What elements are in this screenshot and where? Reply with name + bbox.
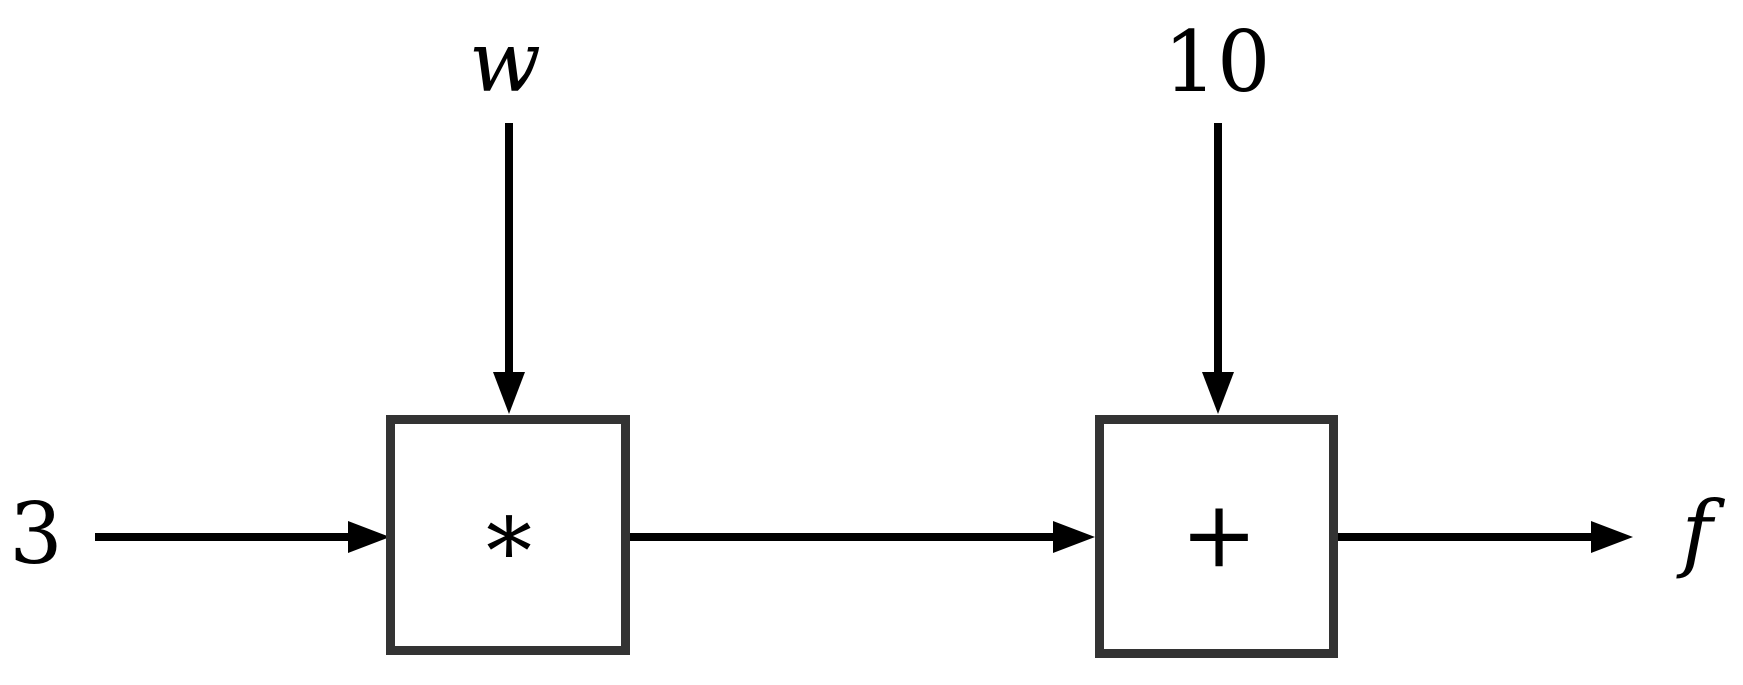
multiply-operator-symbol: ∗ xyxy=(477,480,541,587)
w-arrow-head-icon xyxy=(493,372,525,414)
ten-arrow-head-icon xyxy=(1202,372,1234,414)
add-operator-symbol: + xyxy=(1180,481,1258,588)
multiply-node-box xyxy=(386,415,630,655)
middle-arrow-head-icon xyxy=(1053,521,1095,553)
bias-value-label: 10 xyxy=(1163,13,1271,111)
output-arrow-head-icon xyxy=(1591,521,1633,553)
add-node-box xyxy=(1095,415,1338,658)
input-arrow-head-icon xyxy=(348,521,390,553)
weight-variable-label: w xyxy=(469,13,541,111)
input-value-label: 3 xyxy=(9,485,63,583)
output-variable-label: f xyxy=(1681,483,1713,581)
